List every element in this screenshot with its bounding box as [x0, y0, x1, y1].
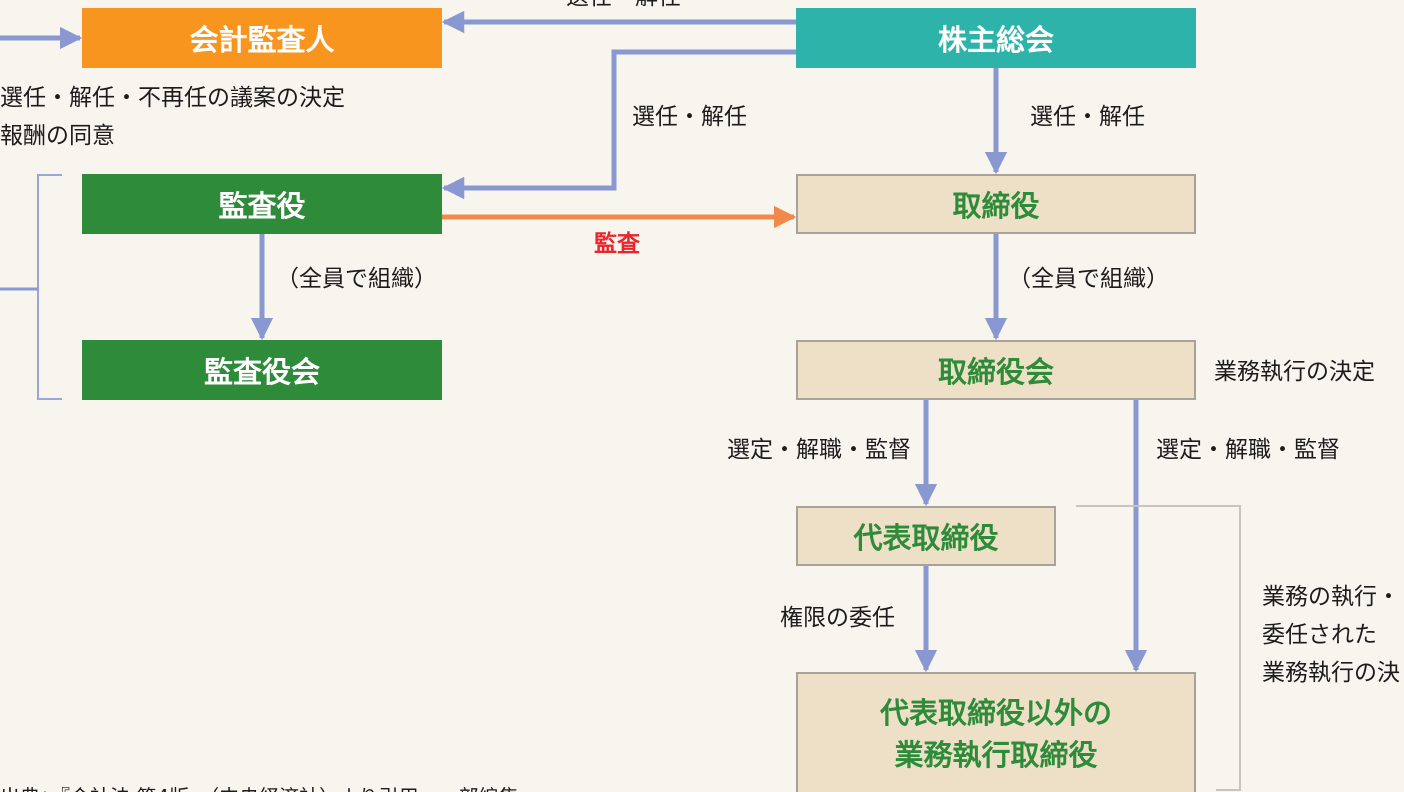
bracket-auditors [37, 174, 62, 400]
label-business-decision: 業務執行の決定 [1214, 359, 1375, 385]
node-board-member: 取締役 [796, 174, 1196, 234]
label-source-footer: 出典：『会社法 第4版』（中央経済社）より引用・一部編集 [0, 778, 519, 792]
node-executive-director-line1: 代表取締役以外の [879, 696, 1112, 730]
label-right-note-3: 業務執行の決 [1262, 660, 1400, 686]
label-delegation: 権限の委任 [780, 605, 895, 631]
node-representative-director: 代表取締役 [796, 506, 1056, 566]
node-executive-director: 代表取締役以外の 業務執行取締役 [796, 672, 1196, 792]
label-elect-dismiss-board: 選任・解任 [1030, 104, 1145, 130]
label-select-supervise-representative: 選定・解職・監督 [727, 437, 911, 463]
arrow-shareholders-to-auditor [441, 49, 796, 200]
node-board-of-directors-label: 取締役会 [937, 355, 1054, 389]
node-executive-director-line2: 業務執行取締役 [894, 738, 1098, 772]
label-all-members-auditor: （全員で組織） [276, 266, 437, 292]
label-right-note-2: 委任された [1262, 622, 1377, 648]
node-audit-board-label: 監査役会 [203, 355, 320, 389]
label-select-supervise-executive: 選定・解職・監督 [1156, 437, 1340, 463]
node-shareholders-meeting: 株主総会 [796, 8, 1196, 68]
node-auditor: 監査役 [82, 174, 442, 234]
node-representative-director-label: 代表取締役 [853, 521, 999, 555]
label-top-elect-dismiss: 選任・解任 [566, 0, 681, 16]
node-shareholders-meeting-label: 株主総会 [937, 23, 1054, 57]
node-accounting-auditor-label: 会計監査人 [189, 23, 335, 57]
node-board-of-directors: 取締役会 [796, 340, 1196, 400]
label-auditor-agenda: 選任・解任・不再任の議案の決定 [0, 85, 345, 111]
node-auditor-label: 監査役 [218, 189, 306, 223]
label-auditor-fee: 報酬の同意 [0, 123, 115, 149]
label-all-members-board: （全員で組織） [1008, 266, 1169, 292]
node-accounting-auditor: 会計監査人 [82, 8, 442, 68]
node-audit-board: 監査役会 [82, 340, 442, 400]
bracket-executives [1076, 505, 1241, 791]
label-elect-dismiss-auditor: 選任・解任 [632, 104, 747, 130]
label-audit: 監査 [594, 231, 640, 257]
label-right-note-1: 業務の執行・ [1262, 584, 1400, 610]
node-board-member-label: 取締役 [952, 189, 1040, 223]
